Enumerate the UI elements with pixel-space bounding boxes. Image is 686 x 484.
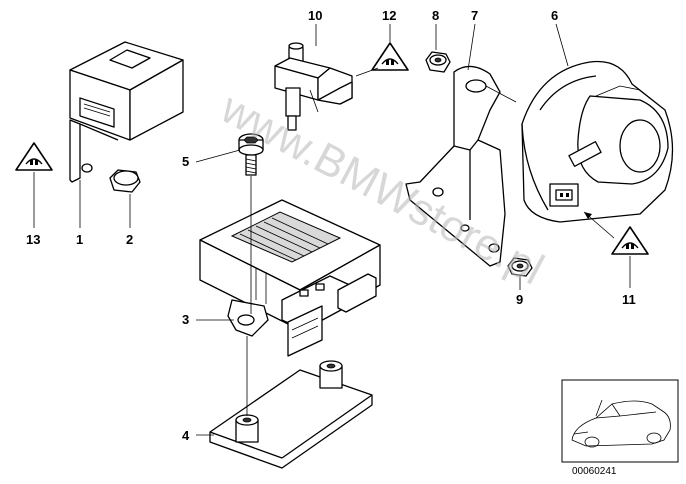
- nut-part-2[interactable]: [109, 169, 141, 193]
- relay-module-part-1[interactable]: [69, 41, 184, 183]
- callout-13: 13: [26, 232, 40, 247]
- callout-labels: 1 2 3 4 5 6 7 8 9 10 11 12 13: [26, 8, 636, 443]
- image-code: 00060241: [572, 466, 617, 477]
- control-unit-part-3[interactable]: [199, 199, 381, 357]
- warning-triangle-icon: [371, 42, 409, 71]
- callout-7: 7: [471, 8, 478, 23]
- screw-part-5[interactable]: [238, 133, 264, 176]
- leader-lines: [33, 23, 631, 436]
- callout-2: 2: [126, 232, 133, 247]
- callout-9: 9: [516, 292, 523, 307]
- callout-4: 4: [182, 428, 190, 443]
- callout-3: 3: [182, 312, 189, 327]
- callout-11: 11: [622, 292, 636, 307]
- warning-triangle-icon: [611, 226, 649, 255]
- callout-6: 6: [551, 8, 558, 23]
- nut-part-9[interactable]: [507, 257, 533, 277]
- nut-part-8[interactable]: [425, 51, 451, 73]
- mounting-plate-part-4[interactable]: [209, 176, 373, 469]
- callout-5: 5: [182, 154, 189, 169]
- switch-part-10[interactable]: [274, 42, 353, 131]
- callout-12: 12: [382, 8, 396, 23]
- horn-part-6[interactable]: [521, 60, 674, 223]
- callout-8: 8: [432, 8, 439, 23]
- warning-triangle-icon: [15, 142, 53, 171]
- vehicle-thumbnail: [561, 379, 679, 463]
- callout-10: 10: [308, 8, 322, 23]
- bracket-part-7[interactable]: [405, 65, 517, 267]
- callout-1: 1: [76, 232, 83, 247]
